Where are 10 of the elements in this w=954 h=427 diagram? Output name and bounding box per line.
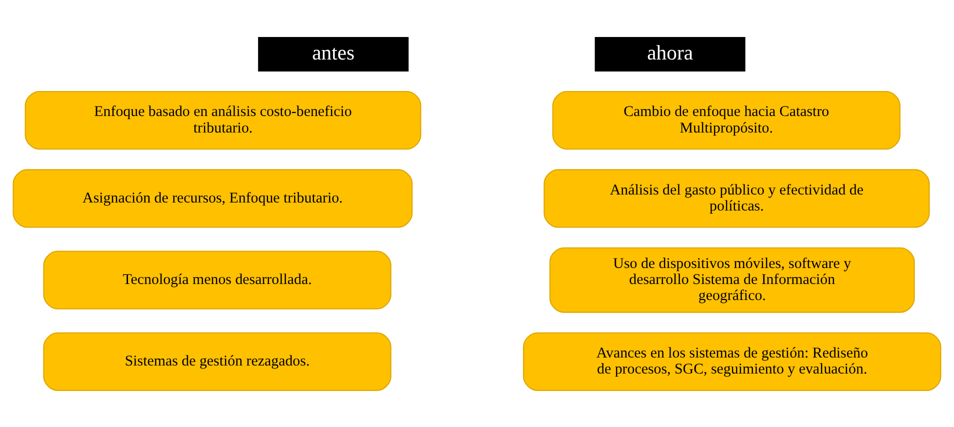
node-box: Análisis del gasto público y efectividad de políticas. xyxy=(544,168,930,228)
node-box: Cambio de enfoque hacia Catastro Multipropósito. xyxy=(552,90,900,150)
node-box: antes xyxy=(258,36,409,71)
node-box: Asignación de recursos, Enfoque tributario. xyxy=(12,168,413,228)
node-box: Avances en los sistemas de gestión: Rediseño de procesos, SGC, seguimiento y evaluación. xyxy=(522,332,942,390)
node-box: Sistemas de gestión rezagados. xyxy=(43,332,392,390)
node-box: Uso de dispositivos móviles, software y desarrollo Sistema de Información geográfico. xyxy=(549,246,915,312)
node-box: ahora xyxy=(594,36,746,71)
node-box: Enfoque basado en análisis costo-beneficio tributario. xyxy=(24,90,422,150)
node-box: Tecnología menos desarrollada. xyxy=(43,250,392,309)
